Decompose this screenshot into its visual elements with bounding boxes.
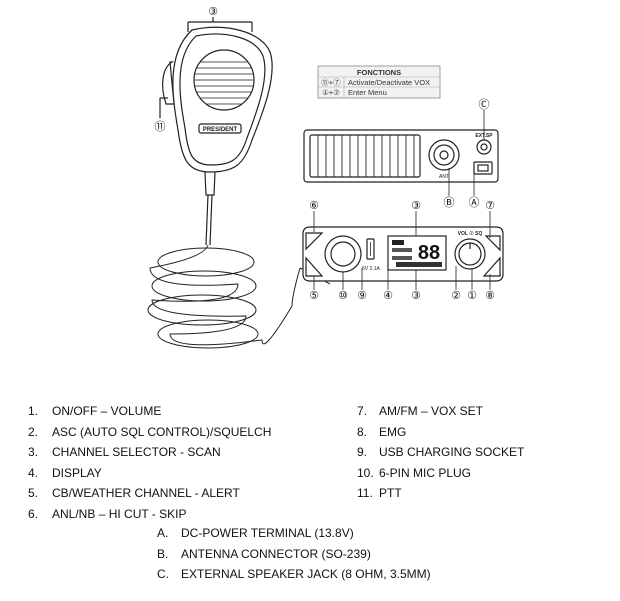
legend-item: 10. 6-PIN MIC PLUG	[357, 466, 471, 480]
callout-front-bottom: ⑨	[357, 290, 367, 302]
legend-text: CB/WEATHER CHANNEL - ALERT	[52, 486, 240, 500]
legend-item: 2. ASC (AUTO SQL CONTROL)/SQUELCH	[28, 425, 271, 439]
legend-number: 8.	[357, 424, 368, 439]
functions-row-1-label: Activate/Deactivate VOX	[348, 78, 430, 87]
legend-number: 6.	[28, 506, 39, 521]
legend-item: 8. EMG	[357, 425, 406, 439]
cable-coil-loop	[157, 247, 255, 277]
callout-front-bottom: ②	[451, 290, 461, 302]
legend-text: DC-POWER TERMINAL (13.8V)	[181, 526, 354, 540]
legend-item: 6. ANL/NB – HI CUT - SKIP	[28, 507, 186, 521]
legend-item: B. ANTENNA CONNECTOR (SO-239)	[157, 547, 371, 561]
legend-number: A.	[157, 526, 169, 540]
mic-brand: PRESIDENT	[203, 127, 238, 133]
vol-sq-label: VOL ☉ SQ	[458, 231, 483, 237]
callout-front-bottom: ⑧	[485, 290, 495, 302]
display-segments	[392, 240, 442, 267]
legend-text: USB CHARGING SOCKET	[379, 445, 525, 459]
functions-box	[317, 65, 441, 99]
legend-text: ANTENNA CONNECTOR (SO-239)	[181, 546, 371, 561]
legend-item: 7. AM/FM – VOX SET	[357, 404, 483, 418]
legend-number: 7.	[357, 404, 368, 418]
functions-row-1-keys: ⑪+⑦	[321, 78, 341, 87]
callout-mic-ptt: ⑪	[155, 120, 166, 133]
legend-item: 5. CB/WEATHER CHANNEL - ALERT	[28, 486, 240, 500]
callout-front-bottom: ③	[411, 290, 421, 302]
legend-text: CHANNEL SELECTOR - SCAN	[52, 445, 221, 459]
legend-item: 11. PTT	[357, 486, 402, 500]
legend-item: A. DC-POWER TERMINAL (13.8V)	[157, 526, 354, 540]
legend-number: 4.	[28, 465, 39, 480]
rear-panel	[303, 129, 499, 183]
functions-row-2-label: Enter Menu	[348, 88, 387, 97]
legend-number: 1.	[28, 404, 39, 418]
usb-label: 5V 2.1A	[362, 266, 380, 272]
legend-item: C. EXTERNAL SPEAKER JACK (8 OHM, 3.5MM)	[157, 567, 431, 581]
legend-number: C.	[157, 567, 169, 581]
legend-text: DISPLAY	[52, 465, 102, 480]
callout-front-bottom: ⑤	[309, 290, 319, 302]
radio-diagram: PRESIDENT ③ ⑪ FONCTIONS ⑪+⑦ Activate/Dea…	[147, 6, 504, 349]
legend-item: 4. DISPLAY	[28, 466, 102, 480]
rear-ant-label: ANT	[439, 174, 449, 180]
callout-ext-sp: Ⓒ	[479, 98, 490, 111]
callout-front-top-display: ③	[411, 200, 421, 212]
legend-number: 9.	[357, 445, 368, 459]
callout-front-top-left: ⑥	[309, 200, 319, 212]
legend-text: ANL/NB – HI CUT - SKIP	[52, 506, 187, 521]
callout-front-bottom: ①	[467, 290, 477, 302]
functions-title: FONCTIONS	[357, 68, 401, 77]
legend-text: EXTERNAL SPEAKER JACK (8 OHM, 3.5MM)	[181, 567, 431, 581]
legend-item: 1. ON/OFF – VOLUME	[28, 404, 161, 418]
legend-number: 5.	[28, 486, 39, 500]
microphone	[159, 17, 273, 246]
legend-number: 11.	[357, 486, 373, 500]
legend-number: 3.	[28, 445, 39, 459]
callout-front-bottom: ④	[383, 290, 393, 302]
legend-number: 2.	[28, 424, 39, 439]
cable-coil-loop	[147, 294, 257, 326]
callout-antenna: Ⓑ	[444, 196, 455, 209]
callout-dc: Ⓐ	[469, 196, 480, 209]
legend-text: ON/OFF – VOLUME	[52, 404, 162, 418]
legend-text: PTT	[379, 486, 402, 500]
legend-text: ASC (AUTO SQL CONTROL)/SQUELCH	[52, 424, 272, 439]
callout-mic-top: ③	[208, 6, 218, 18]
display-digits: 88	[418, 242, 440, 264]
legend-text: EMG	[379, 424, 407, 439]
legend-item: 9. USB CHARGING SOCKET	[357, 445, 524, 459]
callout-front-top-right: ⑦	[485, 200, 495, 212]
legend-number: B.	[157, 546, 169, 561]
legend-item: 3. CHANNEL SELECTOR - SCAN	[28, 445, 221, 459]
cable-coil-loop	[151, 270, 257, 302]
front-panel	[302, 226, 504, 282]
functions-row-2-keys: ①+⑦	[322, 88, 340, 97]
legend-number: 10.	[357, 465, 374, 480]
cable-coil-loop	[157, 319, 259, 349]
legend-text: AM/FM – VOX SET	[379, 404, 484, 418]
callout-front-bottom: ⑩	[338, 290, 348, 302]
legend-text: 6-PIN MIC PLUG	[379, 465, 472, 480]
